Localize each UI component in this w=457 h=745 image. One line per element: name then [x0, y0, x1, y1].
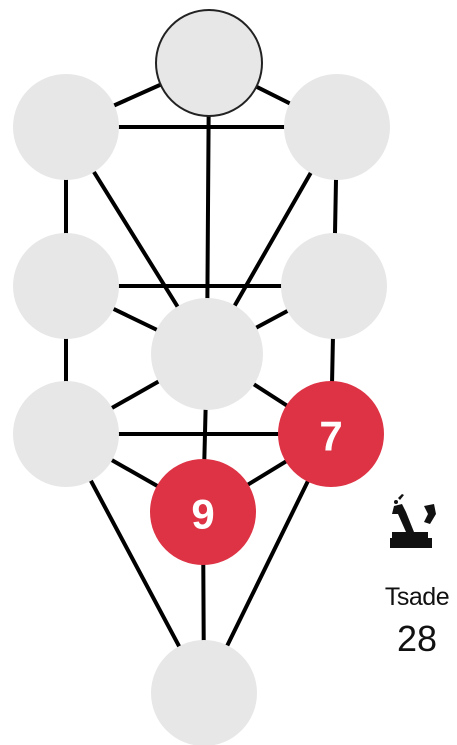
tsade-letter-icon — [390, 494, 436, 548]
node-lower-center: 9 — [150, 459, 256, 565]
node-number-lower-right: 7 — [319, 413, 342, 460]
node-circle-lower-center — [150, 459, 256, 565]
node-circle-top — [155, 9, 263, 117]
node-circle-upper-right — [284, 74, 390, 180]
node-upper-left — [13, 74, 119, 180]
node-circle-center — [151, 298, 263, 410]
node-top — [155, 9, 263, 117]
node-circle-upper-left — [13, 74, 119, 180]
node-upper-right — [284, 74, 390, 180]
node-circle-lower-left — [13, 381, 119, 487]
node-circle-middle-right — [281, 233, 387, 339]
node-middle-left — [13, 233, 119, 339]
node-lower-right: 7 — [278, 381, 384, 487]
node-number-lower-center: 9 — [191, 491, 214, 538]
node-circle-bottom — [151, 640, 257, 745]
node-circle-lower-right — [278, 381, 384, 487]
letter-name: Tsade — [384, 583, 450, 611]
node-circle-middle-left — [13, 233, 119, 339]
node-lower-left — [13, 381, 119, 487]
node-center — [151, 298, 263, 410]
path-number: 28 — [396, 618, 438, 659]
node-bottom — [151, 640, 257, 745]
nodes-layer: 79 — [13, 9, 390, 745]
node-middle-right — [281, 233, 387, 339]
